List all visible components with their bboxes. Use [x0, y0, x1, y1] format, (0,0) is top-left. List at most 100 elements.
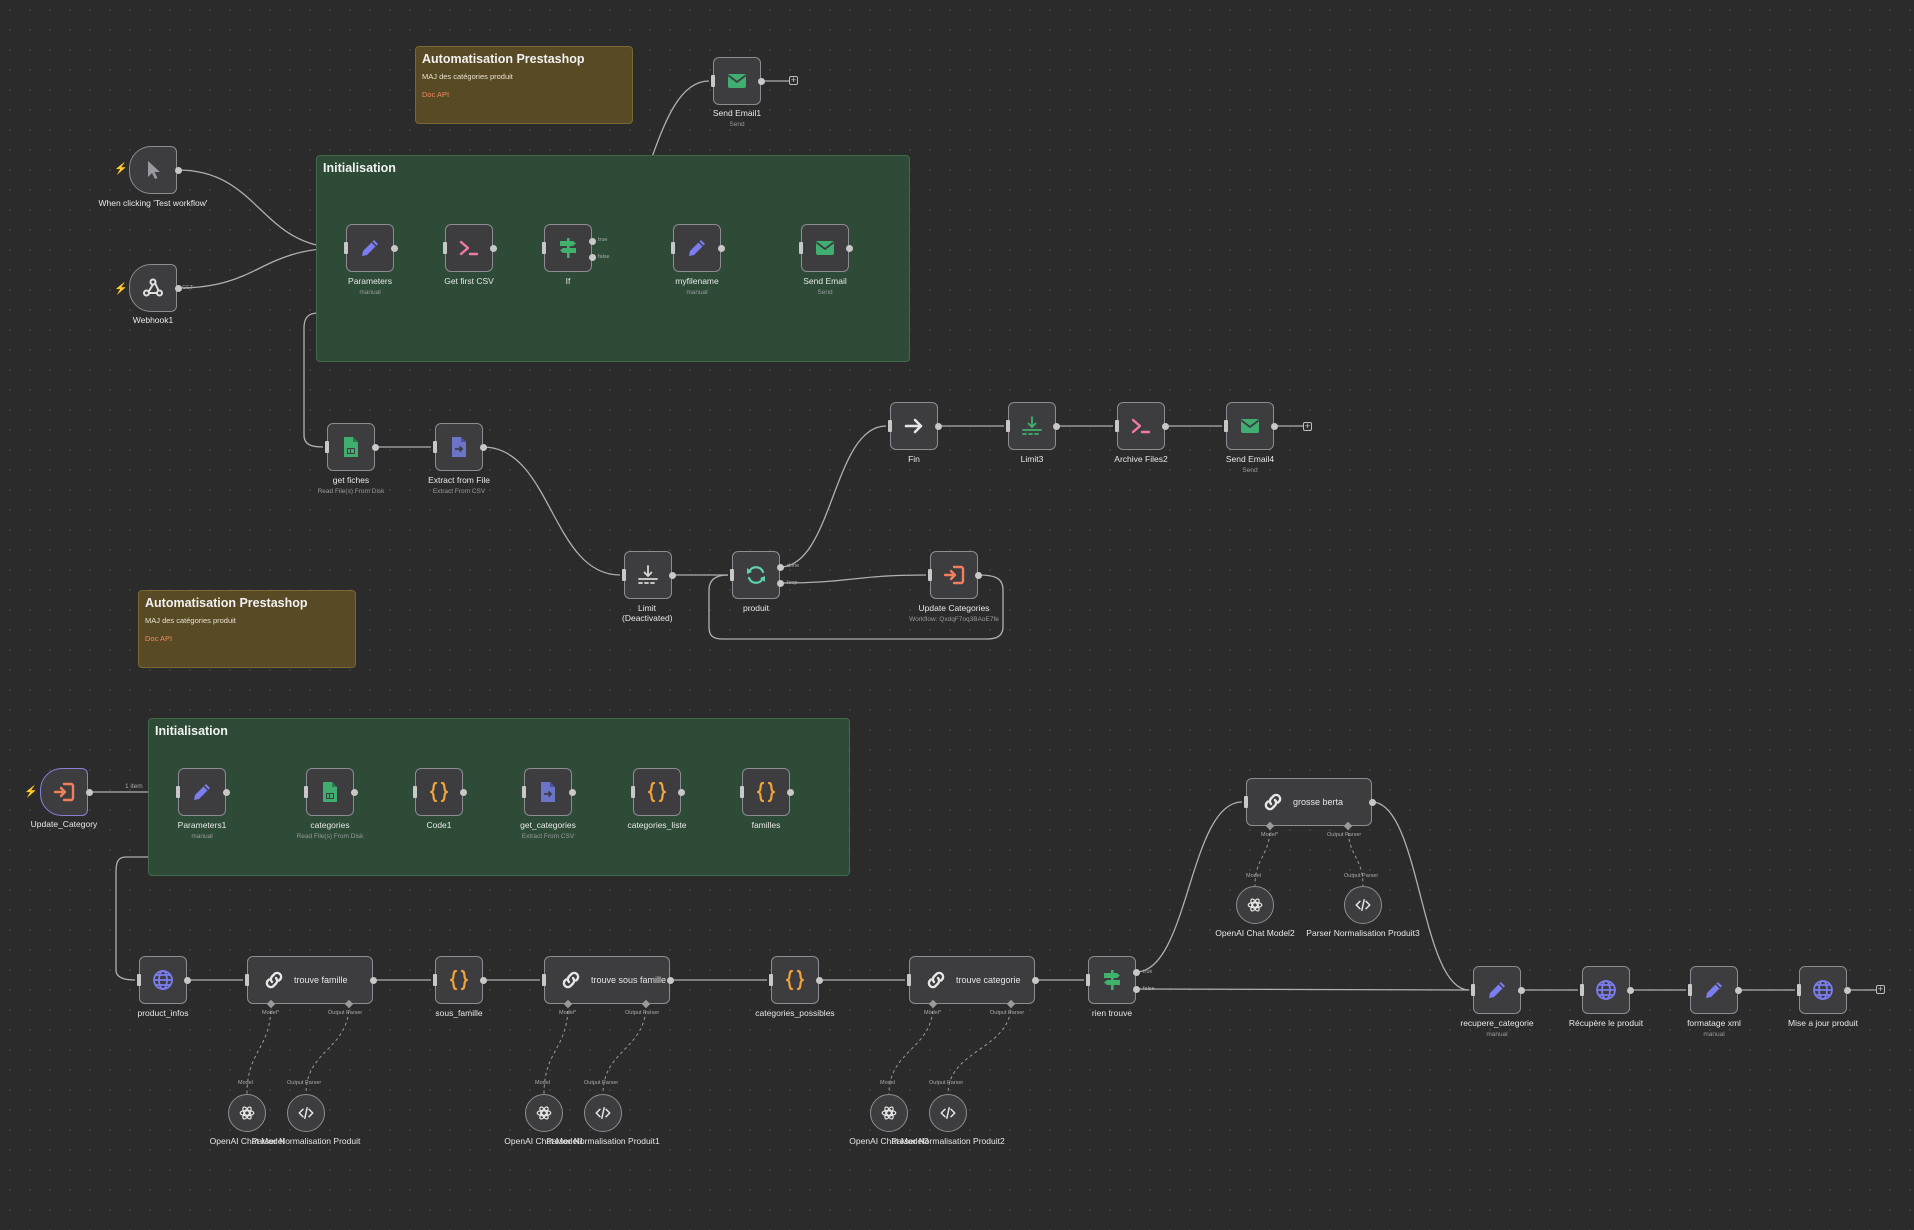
output-handle[interactable]	[1270, 422, 1278, 430]
input-handle[interactable]	[522, 786, 526, 798]
input-handle[interactable]	[730, 569, 734, 581]
input-handle[interactable]	[740, 786, 744, 798]
connection-line[interactable]	[482, 446, 621, 576]
node-produit[interactable]	[732, 551, 780, 599]
sticky-initialisation-bottom[interactable]: Initialisation	[148, 718, 850, 876]
connection-line[interactable]	[1135, 801, 1243, 973]
input-handle[interactable]	[344, 242, 348, 254]
node-recupere-categorie[interactable]	[1473, 966, 1521, 1014]
output-handle[interactable]	[717, 244, 725, 252]
node-grosse-berta[interactable]: grosse berta	[1246, 778, 1372, 826]
node-send-email[interactable]	[801, 224, 849, 272]
output-handle[interactable]	[776, 579, 784, 587]
output-handle[interactable]	[174, 166, 182, 174]
node-extract-from-file[interactable]	[435, 423, 483, 471]
output-handle[interactable]	[350, 788, 358, 796]
node-mise-a-jour-produit[interactable]	[1799, 966, 1847, 1014]
node-categories[interactable]	[306, 768, 354, 816]
add-node-button[interactable]: +	[1303, 421, 1312, 431]
input-handle[interactable]	[433, 441, 437, 453]
doc-api-link[interactable]: Doc API	[422, 90, 450, 99]
input-handle[interactable]	[542, 974, 546, 986]
output-handle[interactable]	[588, 237, 596, 245]
node-send-email4[interactable]	[1226, 402, 1274, 450]
node-myfilename[interactable]	[673, 224, 721, 272]
input-handle[interactable]	[631, 786, 635, 798]
output-handle[interactable]	[786, 788, 794, 796]
connection-line[interactable]	[779, 425, 887, 568]
node-formatage-xml[interactable]	[1690, 966, 1738, 1014]
connection-line[interactable]	[1371, 801, 1470, 991]
input-handle[interactable]	[1224, 420, 1228, 432]
subnode-parser-normalisation-produit[interactable]	[287, 1094, 325, 1132]
input-handle[interactable]	[325, 441, 329, 453]
input-handle[interactable]	[1471, 984, 1475, 996]
connection-line[interactable]	[1135, 988, 1470, 991]
node-archive-files2[interactable]	[1117, 402, 1165, 450]
input-handle[interactable]	[907, 974, 911, 986]
input-handle[interactable]	[622, 569, 626, 581]
node-send-email1[interactable]	[713, 57, 761, 105]
connection-line[interactable]	[779, 574, 927, 584]
node-get-first-csv[interactable]	[445, 224, 493, 272]
input-handle[interactable]	[1115, 420, 1119, 432]
output-handle[interactable]	[1132, 985, 1140, 993]
subnode-openai-chat-model1[interactable]	[525, 1094, 563, 1132]
input-handle[interactable]	[433, 974, 437, 986]
output-handle[interactable]	[1843, 986, 1851, 994]
output-handle[interactable]	[390, 244, 398, 252]
output-handle[interactable]	[1517, 986, 1525, 994]
output-handle[interactable]	[371, 443, 379, 451]
node-sous-famille[interactable]	[435, 956, 483, 1004]
node-webhook1[interactable]	[129, 264, 177, 312]
node-manual-trigger[interactable]	[129, 146, 177, 194]
output-handle[interactable]	[568, 788, 576, 796]
subnode-openai-chat-model[interactable]	[228, 1094, 266, 1132]
output-handle[interactable]	[845, 244, 853, 252]
input-handle[interactable]	[542, 242, 546, 254]
output-handle[interactable]	[459, 788, 467, 796]
subnode-parser-normalisation-produit3[interactable]	[1344, 886, 1382, 924]
doc-api-link[interactable]: Doc API	[145, 634, 173, 643]
output-handle[interactable]	[1031, 976, 1039, 984]
output-handle[interactable]	[776, 563, 784, 571]
node-parameters[interactable]	[346, 224, 394, 272]
node-fin[interactable]	[890, 402, 938, 450]
sub-connection-line[interactable]	[888, 1004, 934, 1095]
subnode-parser-normalisation-produit2[interactable]	[929, 1094, 967, 1132]
output-handle[interactable]	[1052, 422, 1060, 430]
output-handle[interactable]	[1734, 986, 1742, 994]
subnode-openai-chat-model3[interactable]	[870, 1094, 908, 1132]
output-handle[interactable]	[183, 976, 191, 984]
input-handle[interactable]	[304, 786, 308, 798]
input-handle[interactable]	[671, 242, 675, 254]
node-limit[interactable]	[624, 551, 672, 599]
node-product-infos[interactable]	[139, 956, 187, 1004]
node-if[interactable]	[544, 224, 592, 272]
node-limit3[interactable]	[1008, 402, 1056, 450]
output-handle[interactable]	[489, 244, 497, 252]
output-handle[interactable]	[815, 976, 823, 984]
input-handle[interactable]	[928, 569, 932, 581]
input-handle[interactable]	[1244, 796, 1248, 808]
node-categories-possibles[interactable]	[771, 956, 819, 1004]
input-handle[interactable]	[1086, 974, 1090, 986]
output-handle[interactable]	[1161, 422, 1169, 430]
node-trouve-famille[interactable]: trouve famille	[247, 956, 373, 1004]
input-handle[interactable]	[1006, 420, 1010, 432]
node-recupere-le-produit[interactable]	[1582, 966, 1630, 1014]
subnode-openai-chat-model2[interactable]	[1236, 886, 1274, 924]
node-get-categories[interactable]	[524, 768, 572, 816]
input-handle[interactable]	[888, 420, 892, 432]
output-handle[interactable]	[666, 976, 674, 984]
output-handle[interactable]	[222, 788, 230, 796]
output-handle[interactable]	[668, 571, 676, 579]
sticky-note-top[interactable]: Automatisation Prestashop MAJ des catégo…	[415, 46, 633, 124]
output-handle[interactable]	[174, 284, 182, 292]
input-handle[interactable]	[245, 974, 249, 986]
node-familles[interactable]	[742, 768, 790, 816]
output-handle[interactable]	[1132, 968, 1140, 976]
node-rien-trouve[interactable]	[1088, 956, 1136, 1004]
input-handle[interactable]	[799, 242, 803, 254]
